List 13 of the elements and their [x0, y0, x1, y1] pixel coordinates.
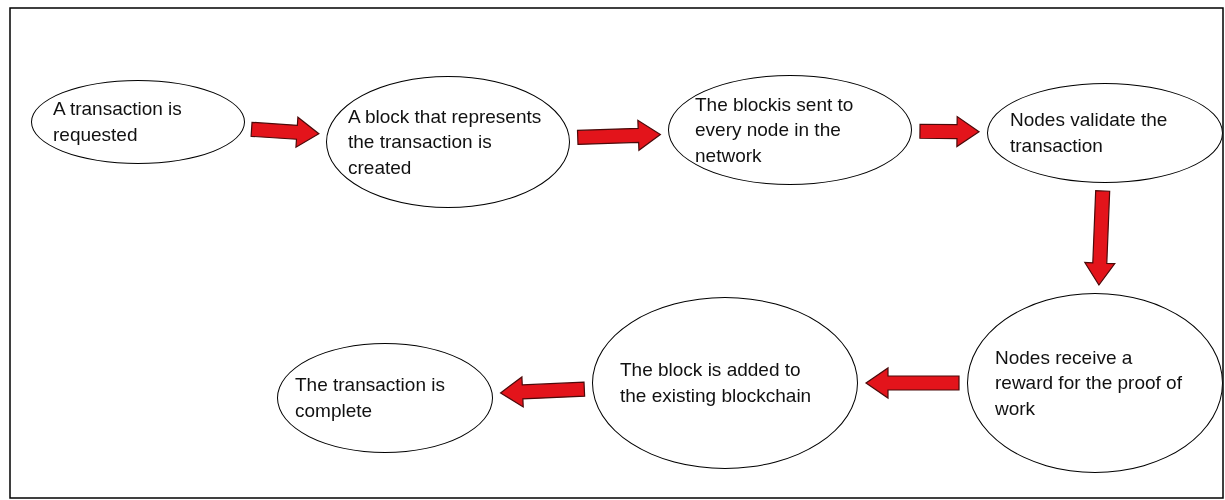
block-arrow: [576, 119, 662, 152]
block-arrow: [250, 116, 320, 149]
node-text: A block that represents the transaction is created: [348, 104, 543, 180]
node-text: The block is added to the existing blockchain: [620, 358, 813, 408]
block-arrow: [1083, 190, 1116, 287]
node-text: A transaction is requested: [53, 97, 183, 147]
block-arrow: [864, 366, 960, 400]
block-arrow: [499, 375, 586, 409]
node-text: Nodes validate the transaction: [1010, 108, 1169, 158]
node-text: Nodes receive a reward for the proof of work: [995, 345, 1183, 421]
node-text: The blockis sent to every node in the network: [695, 92, 855, 168]
node-text: The transaction is complete: [295, 373, 446, 423]
block-arrow: [919, 115, 981, 148]
